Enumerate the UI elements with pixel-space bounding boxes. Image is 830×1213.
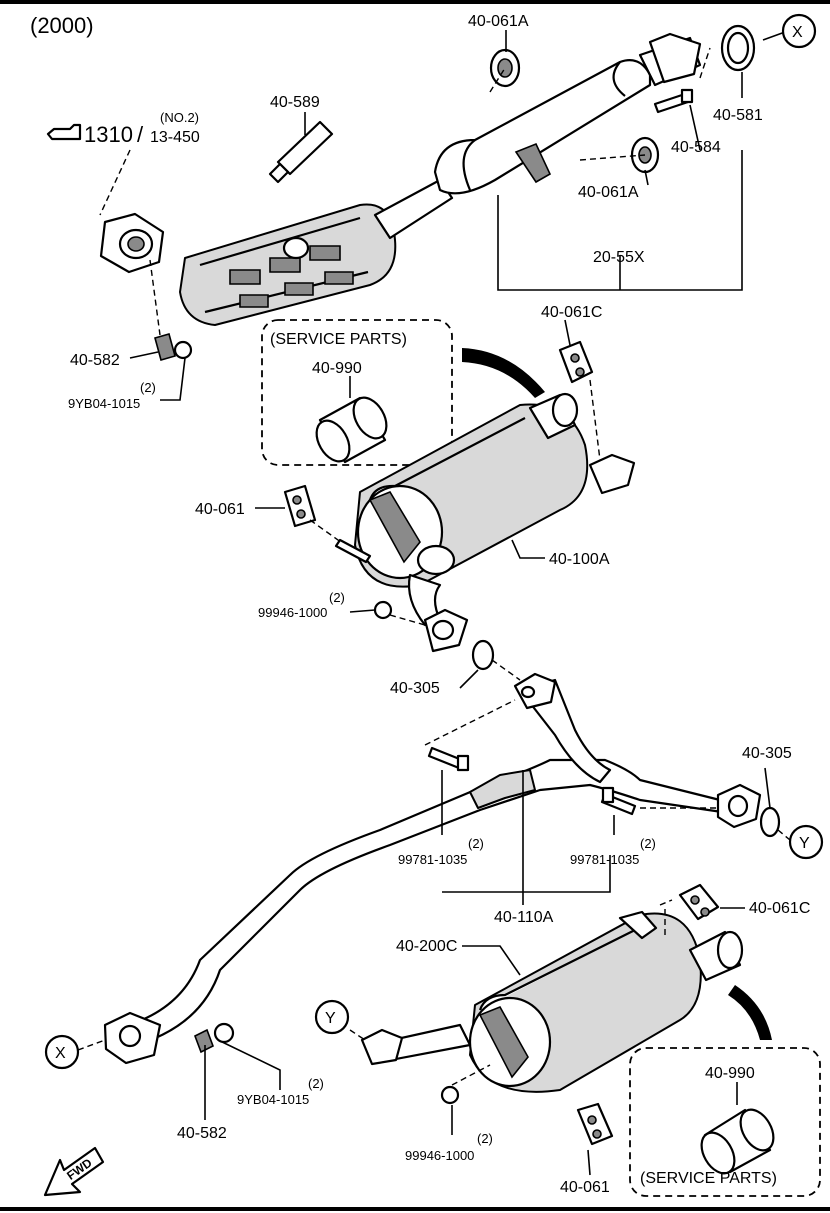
ref-main: 1310 xyxy=(84,122,133,147)
label-40-110A: 40-110A xyxy=(494,909,554,926)
label-40-061-bottom: 40-061 xyxy=(560,1179,610,1196)
gasket-40-581 xyxy=(720,24,756,72)
label-qty-99781-left: (2) xyxy=(468,836,484,851)
catalytic-converter xyxy=(179,178,454,326)
intermediate-pipe-40-110A xyxy=(103,672,762,1065)
bolt-40-584 xyxy=(653,88,694,114)
service-parts-title-top: (SERVICE PARTS) xyxy=(270,331,407,348)
label-20-55X: 20-55X xyxy=(593,249,645,266)
label-40-200C: 40-200C xyxy=(396,938,457,955)
label-40-305-right: 40-305 xyxy=(742,745,792,762)
label-40-582-top: 40-582 xyxy=(70,352,120,369)
service-parts-box-top xyxy=(261,319,453,466)
nut-99946-top xyxy=(373,600,393,620)
hanger-40-061-bottom xyxy=(576,1102,614,1146)
forward-arrow-icon: FWD xyxy=(43,1146,105,1197)
callout-x-bottom: X xyxy=(44,1034,80,1070)
service-arrow-top xyxy=(462,348,545,398)
service-parts-title-bottom: (SERVICE PARTS) xyxy=(640,1170,777,1187)
label-99946-1000-bottom: 99946-1000 xyxy=(405,1148,474,1163)
stud-nut-top xyxy=(154,333,193,361)
ref-sub: 13-450 xyxy=(150,129,200,146)
label-40-581: 40-581 xyxy=(713,107,763,124)
label-99781-1035-left: 99781-1035 xyxy=(398,852,467,867)
year-label: (2000) xyxy=(30,13,94,38)
label-40-584: 40-584 xyxy=(671,139,721,156)
sealant-tube-40-589 xyxy=(268,120,334,184)
label-40-589: 40-589 xyxy=(270,94,320,111)
label-qty-9yb-top: (2) xyxy=(140,380,156,395)
front-muffler-40-100A xyxy=(354,392,636,653)
svg-text:X: X xyxy=(792,24,803,41)
main-muffler-40-200C xyxy=(360,910,744,1093)
bolt-99781-right xyxy=(600,786,637,816)
tailpipe-tip-40-990-top xyxy=(315,396,388,464)
hanger-40-061A-top xyxy=(489,48,521,88)
label-99781-1035-right: 99781-1035 xyxy=(570,852,639,867)
label-40-061: 40-061 xyxy=(195,501,245,518)
callout-y-right: Y xyxy=(788,824,824,860)
service-arrow-bottom xyxy=(728,985,772,1040)
label-40-061A-mid: 40-061A xyxy=(578,184,639,201)
label-99946-1000-top: 99946-1000 xyxy=(258,605,327,620)
stud-nut-bottom xyxy=(193,1022,235,1054)
label-qty-99781-right: (2) xyxy=(640,836,656,851)
label-qty-9yb-bottom: (2) xyxy=(308,1076,324,1091)
hanger-40-061C-top xyxy=(558,340,594,384)
label-qty-99946-top: (2) xyxy=(329,590,345,605)
hanger-40-061 xyxy=(283,484,317,528)
resonator-pipe-20-55x xyxy=(433,32,702,195)
svg-text:Y: Y xyxy=(799,835,810,852)
label-40-061C-top: 40-061C xyxy=(541,304,602,321)
ref-note: (NO.2) xyxy=(160,110,199,125)
svg-text:X: X xyxy=(55,1045,66,1062)
label-40-100A: 40-100A xyxy=(549,551,610,568)
gasket-40-305-right xyxy=(759,806,781,838)
label-40-990-bottom: 40-990 xyxy=(705,1065,755,1082)
label-40-061A-top: 40-061A xyxy=(468,13,529,30)
label-40-305-left: 40-305 xyxy=(390,680,440,697)
callout-y-bottom: Y xyxy=(314,999,350,1035)
label-qty-99946-bottom: (2) xyxy=(477,1131,493,1146)
front-flange xyxy=(99,212,165,274)
label-40-061C-bottom: 40-061C xyxy=(749,900,810,917)
label-40-582-bottom: 40-582 xyxy=(177,1125,227,1142)
reference-callout: 1310 / (NO.2) 13-450 xyxy=(46,110,200,216)
label-40-990-top: 40-990 xyxy=(312,360,362,377)
callout-x-top: X xyxy=(781,13,817,49)
service-parts-box-bottom xyxy=(629,1047,821,1197)
gasket-40-305-left xyxy=(471,639,495,671)
label-9YB04-1015-top: 9YB04-1015 xyxy=(68,396,140,411)
ref-slash: / xyxy=(137,122,144,147)
tailpipe-tip-40-990-bottom xyxy=(700,1108,775,1175)
hanger-40-061C-bottom xyxy=(678,883,720,921)
label-9YB04-1015-bottom: 9YB04-1015 xyxy=(237,1092,309,1107)
pointing-hand-icon xyxy=(46,123,82,141)
ref-leader xyxy=(99,149,131,216)
nut-99946-bottom xyxy=(440,1085,460,1105)
svg-text:Y: Y xyxy=(325,1010,336,1027)
bolt-99781-left xyxy=(427,746,470,772)
